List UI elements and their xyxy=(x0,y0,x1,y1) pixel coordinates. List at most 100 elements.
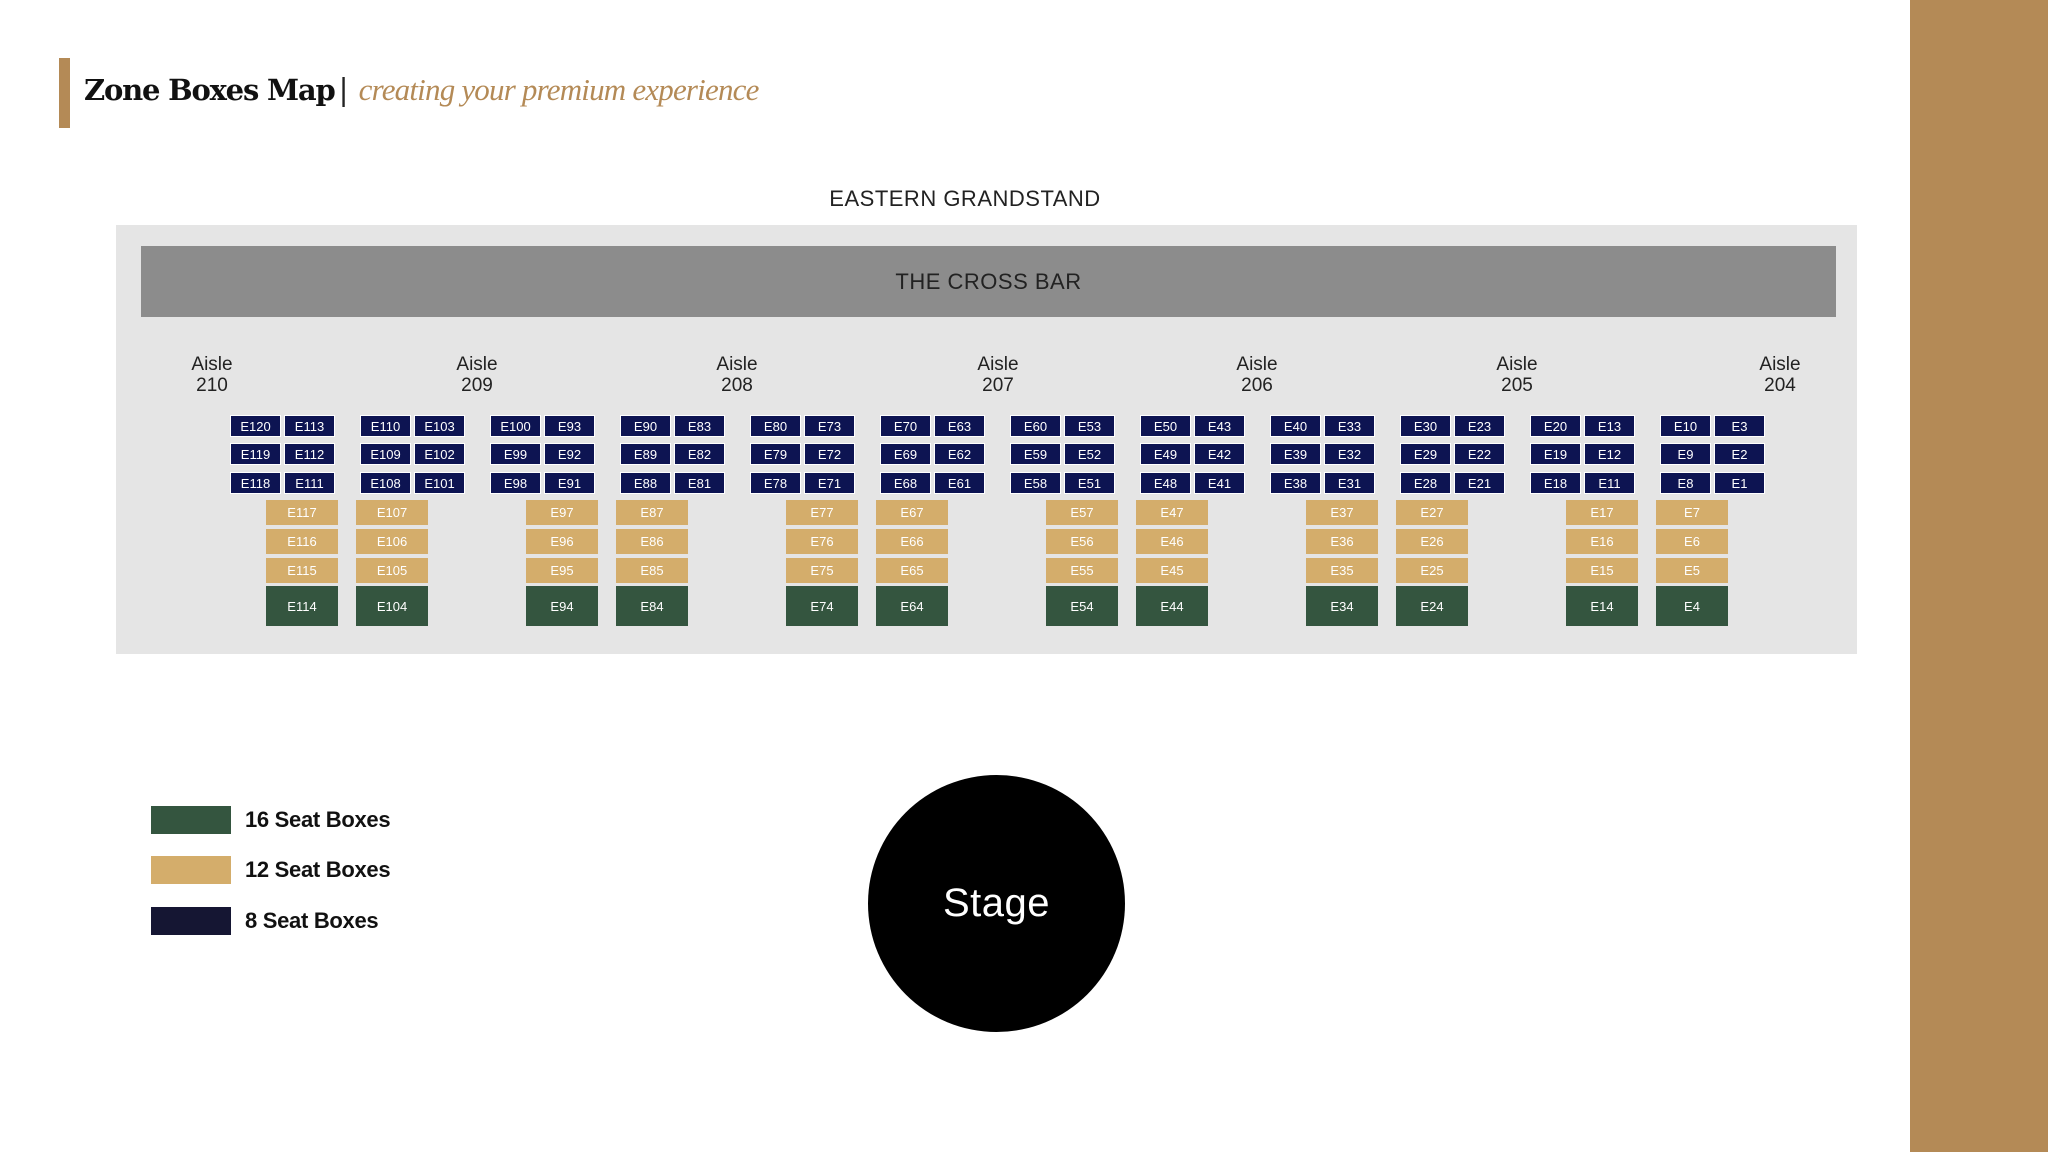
seat-box-gold[interactable]: E15 xyxy=(1566,558,1638,583)
seat-box-gold[interactable]: E27 xyxy=(1396,500,1468,525)
seat-box-navy[interactable]: E102 xyxy=(414,443,465,465)
seat-box-navy[interactable]: E110 xyxy=(360,415,411,437)
seat-box-gold[interactable]: E35 xyxy=(1306,558,1378,583)
seat-box-navy[interactable]: E21 xyxy=(1454,472,1505,494)
seat-box-gold[interactable]: E17 xyxy=(1566,500,1638,525)
seat-box-navy[interactable]: E60 xyxy=(1010,415,1061,437)
seat-box-gold[interactable]: E46 xyxy=(1136,529,1208,554)
seat-box-navy[interactable]: E58 xyxy=(1010,472,1061,494)
seat-box-navy[interactable]: E8 xyxy=(1660,472,1711,494)
seat-box-green[interactable]: E24 xyxy=(1396,586,1468,626)
seat-box-green[interactable]: E74 xyxy=(786,586,858,626)
seat-box-gold[interactable]: E115 xyxy=(266,558,338,583)
seat-box-gold[interactable]: E47 xyxy=(1136,500,1208,525)
seat-box-navy[interactable]: E90 xyxy=(620,415,671,437)
seat-box-navy[interactable]: E70 xyxy=(880,415,931,437)
seat-box-navy[interactable]: E52 xyxy=(1064,443,1115,465)
seat-box-green[interactable]: E44 xyxy=(1136,586,1208,626)
seat-box-navy[interactable]: E9 xyxy=(1660,443,1711,465)
seat-box-navy[interactable]: E42 xyxy=(1194,443,1245,465)
seat-box-gold[interactable]: E106 xyxy=(356,529,428,554)
seat-box-gold[interactable]: E36 xyxy=(1306,529,1378,554)
seat-box-gold[interactable]: E75 xyxy=(786,558,858,583)
seat-box-navy[interactable]: E92 xyxy=(544,443,595,465)
seat-box-navy[interactable]: E82 xyxy=(674,443,725,465)
seat-box-navy[interactable]: E73 xyxy=(804,415,855,437)
seat-box-gold[interactable]: E56 xyxy=(1046,529,1118,554)
seat-box-navy[interactable]: E29 xyxy=(1400,443,1451,465)
seat-box-navy[interactable]: E72 xyxy=(804,443,855,465)
seat-box-navy[interactable]: E108 xyxy=(360,472,411,494)
seat-box-navy[interactable]: E119 xyxy=(230,443,281,465)
seat-box-navy[interactable]: E79 xyxy=(750,443,801,465)
seat-box-navy[interactable]: E41 xyxy=(1194,472,1245,494)
seat-box-navy[interactable]: E71 xyxy=(804,472,855,494)
seat-box-navy[interactable]: E48 xyxy=(1140,472,1191,494)
seat-box-navy[interactable]: E91 xyxy=(544,472,595,494)
seat-box-navy[interactable]: E100 xyxy=(490,415,541,437)
seat-box-navy[interactable]: E68 xyxy=(880,472,931,494)
seat-box-navy[interactable]: E62 xyxy=(934,443,985,465)
seat-box-navy[interactable]: E113 xyxy=(284,415,335,437)
seat-box-gold[interactable]: E57 xyxy=(1046,500,1118,525)
seat-box-gold[interactable]: E85 xyxy=(616,558,688,583)
seat-box-green[interactable]: E14 xyxy=(1566,586,1638,626)
seat-box-green[interactable]: E54 xyxy=(1046,586,1118,626)
seat-box-gold[interactable]: E95 xyxy=(526,558,598,583)
seat-box-navy[interactable]: E3 xyxy=(1714,415,1765,437)
seat-box-navy[interactable]: E103 xyxy=(414,415,465,437)
seat-box-navy[interactable]: E43 xyxy=(1194,415,1245,437)
seat-box-navy[interactable]: E51 xyxy=(1064,472,1115,494)
seat-box-navy[interactable]: E31 xyxy=(1324,472,1375,494)
seat-box-navy[interactable]: E99 xyxy=(490,443,541,465)
seat-box-green[interactable]: E94 xyxy=(526,586,598,626)
seat-box-green[interactable]: E104 xyxy=(356,586,428,626)
seat-box-navy[interactable]: E49 xyxy=(1140,443,1191,465)
seat-box-navy[interactable]: E89 xyxy=(620,443,671,465)
seat-box-gold[interactable]: E7 xyxy=(1656,500,1728,525)
seat-box-navy[interactable]: E93 xyxy=(544,415,595,437)
seat-box-gold[interactable]: E97 xyxy=(526,500,598,525)
seat-box-green[interactable]: E84 xyxy=(616,586,688,626)
seat-box-navy[interactable]: E81 xyxy=(674,472,725,494)
seat-box-navy[interactable]: E1 xyxy=(1714,472,1765,494)
seat-box-navy[interactable]: E61 xyxy=(934,472,985,494)
seat-box-gold[interactable]: E67 xyxy=(876,500,948,525)
seat-box-gold[interactable]: E16 xyxy=(1566,529,1638,554)
seat-box-navy[interactable]: E32 xyxy=(1324,443,1375,465)
seat-box-navy[interactable]: E40 xyxy=(1270,415,1321,437)
seat-box-navy[interactable]: E83 xyxy=(674,415,725,437)
seat-box-navy[interactable]: E109 xyxy=(360,443,411,465)
seat-box-gold[interactable]: E5 xyxy=(1656,558,1728,583)
seat-box-navy[interactable]: E2 xyxy=(1714,443,1765,465)
seat-box-navy[interactable]: E98 xyxy=(490,472,541,494)
seat-box-navy[interactable]: E88 xyxy=(620,472,671,494)
seat-box-green[interactable]: E114 xyxy=(266,586,338,626)
seat-box-gold[interactable]: E55 xyxy=(1046,558,1118,583)
seat-box-navy[interactable]: E80 xyxy=(750,415,801,437)
seat-box-green[interactable]: E34 xyxy=(1306,586,1378,626)
seat-box-navy[interactable]: E22 xyxy=(1454,443,1505,465)
seat-box-gold[interactable]: E96 xyxy=(526,529,598,554)
seat-box-gold[interactable]: E37 xyxy=(1306,500,1378,525)
seat-box-green[interactable]: E4 xyxy=(1656,586,1728,626)
seat-box-navy[interactable]: E111 xyxy=(284,472,335,494)
seat-box-navy[interactable]: E30 xyxy=(1400,415,1451,437)
seat-box-gold[interactable]: E117 xyxy=(266,500,338,525)
seat-box-navy[interactable]: E78 xyxy=(750,472,801,494)
seat-box-gold[interactable]: E45 xyxy=(1136,558,1208,583)
seat-box-gold[interactable]: E107 xyxy=(356,500,428,525)
seat-box-navy[interactable]: E10 xyxy=(1660,415,1711,437)
seat-box-gold[interactable]: E26 xyxy=(1396,529,1468,554)
seat-box-gold[interactable]: E87 xyxy=(616,500,688,525)
seat-box-gold[interactable]: E76 xyxy=(786,529,858,554)
seat-box-gold[interactable]: E25 xyxy=(1396,558,1468,583)
seat-box-navy[interactable]: E23 xyxy=(1454,415,1505,437)
seat-box-navy[interactable]: E63 xyxy=(934,415,985,437)
seat-box-gold[interactable]: E66 xyxy=(876,529,948,554)
seat-box-navy[interactable]: E50 xyxy=(1140,415,1191,437)
seat-box-navy[interactable]: E20 xyxy=(1530,415,1581,437)
seat-box-navy[interactable]: E112 xyxy=(284,443,335,465)
seat-box-gold[interactable]: E6 xyxy=(1656,529,1728,554)
seat-box-gold[interactable]: E105 xyxy=(356,558,428,583)
